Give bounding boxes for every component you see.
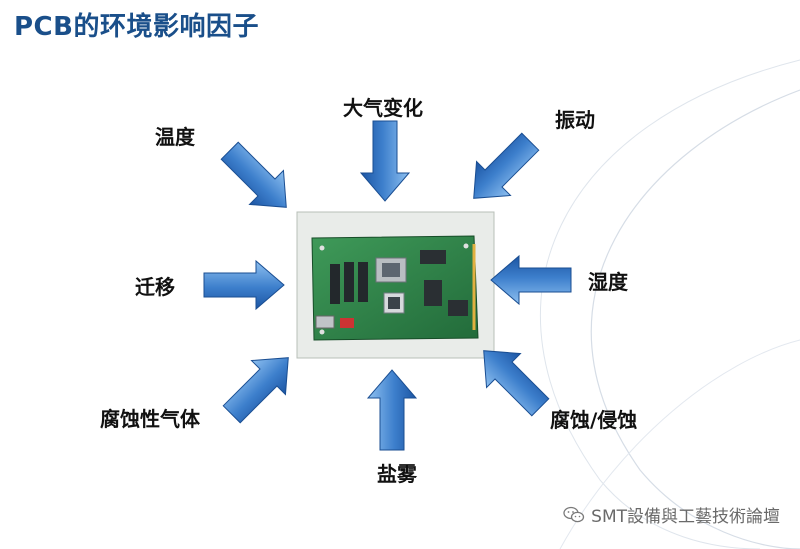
arrow-humidity: [490, 254, 572, 306]
label-migration: 迁移: [135, 275, 175, 299]
pcb-photo: [296, 211, 495, 359]
label-atmosphere: 大气变化: [343, 96, 423, 120]
arrow-migration: [203, 259, 285, 311]
watermark: SMT設備與工藝技術論壇: [563, 502, 780, 527]
arrow-temperature: [220, 141, 287, 208]
label-corrosion: 腐蚀/侵蚀: [550, 408, 638, 432]
arrow-atmosphere: [359, 120, 411, 202]
watermark-text: SMT設備與工藝技術論壇: [591, 507, 780, 527]
wechat-icon: [563, 506, 585, 522]
label-corrosive-gas: 腐蚀性气体: [100, 407, 200, 431]
label-temperature: 温度: [155, 125, 195, 149]
arrow-corrosive-gas: [222, 357, 289, 424]
arrow-corrosion: [483, 350, 550, 417]
label-humidity: 湿度: [588, 270, 628, 294]
label-vibration: 振动: [555, 108, 595, 132]
arrow-salt-spray: [366, 369, 418, 451]
arrow-vibration: [473, 132, 540, 199]
label-salt-spray: 盐雾: [377, 462, 417, 486]
page-title: PCB的环境影响因子: [14, 12, 259, 42]
